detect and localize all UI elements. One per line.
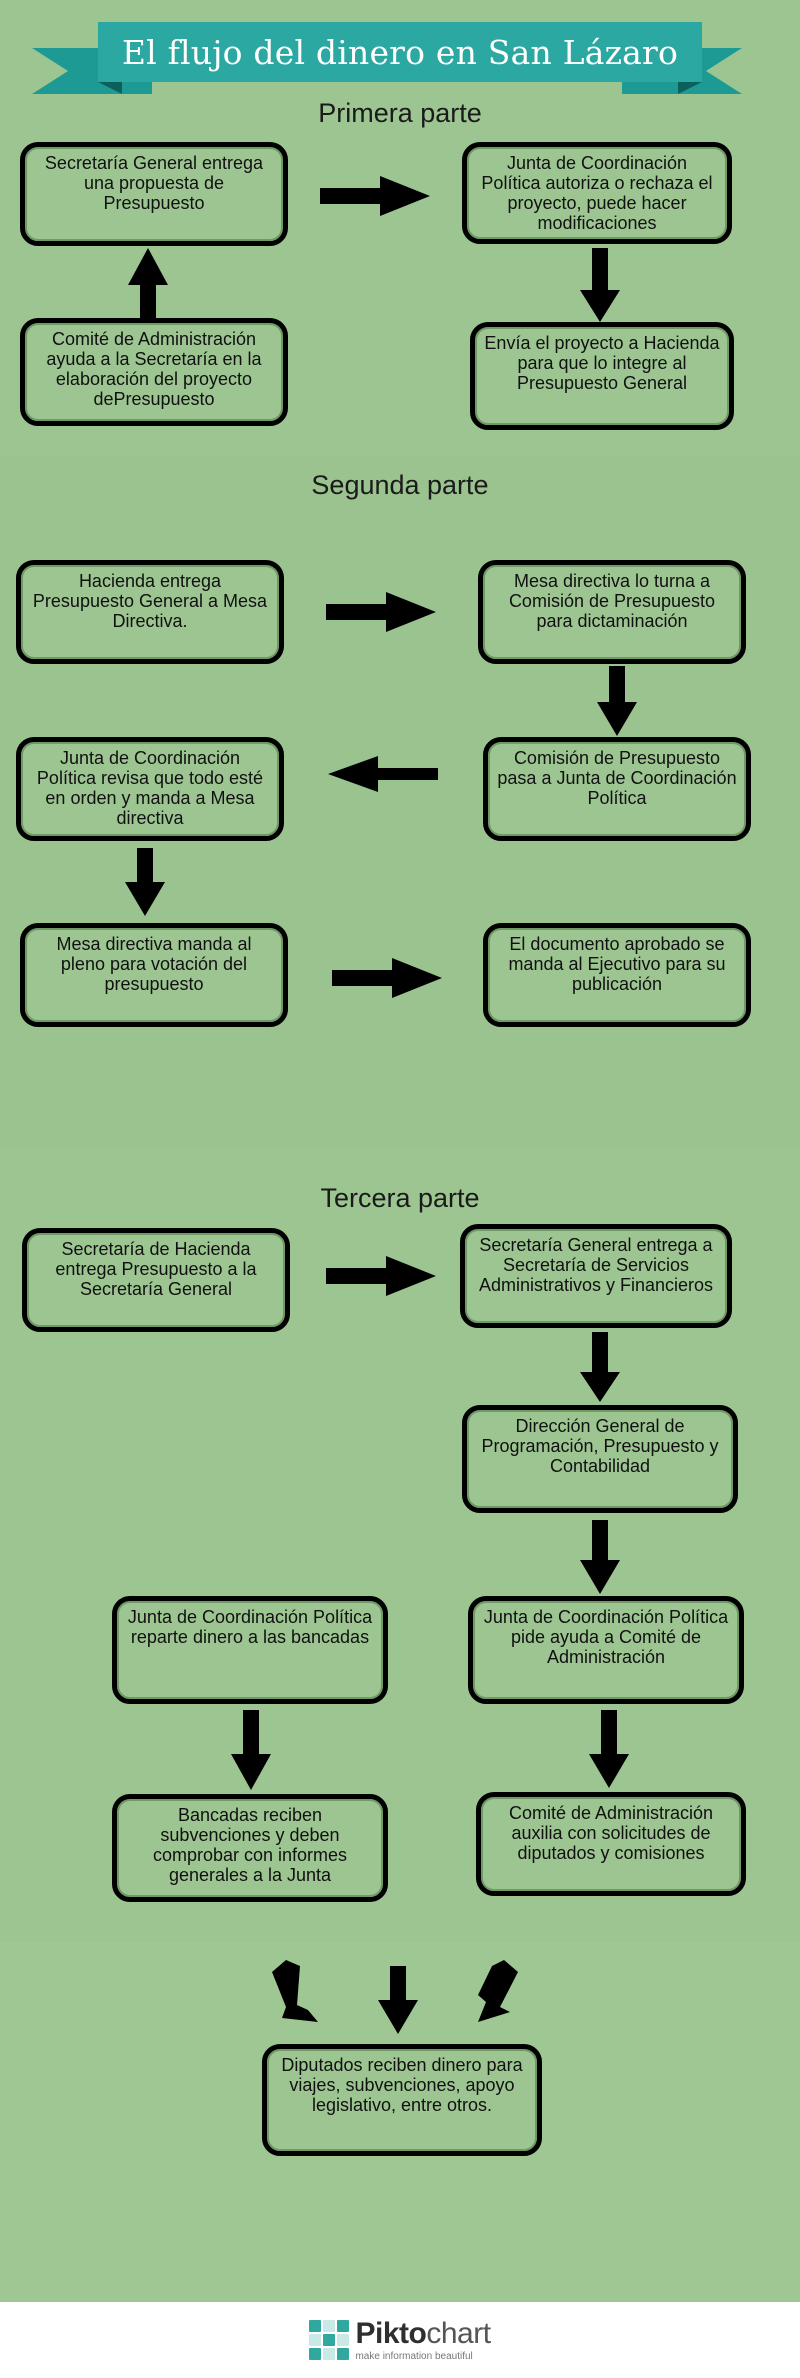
box-comite-ayuda: Comité de Administración ayuda a la Secr…: [20, 318, 288, 426]
box-documento-aprobado: El documento aprobado se manda al Ejecut…: [483, 923, 751, 1027]
box-envia-hacienda: Envía el proyecto a Hacienda para que lo…: [470, 322, 734, 430]
page-title: El flujo del dinero en San Lázaro: [121, 32, 679, 72]
box-junta-revisa: Junta de Coordinación Política revisa qu…: [16, 737, 284, 841]
box-hacienda-entrega-sg: Secretaría de Hacienda entrega Presupues…: [22, 1228, 290, 1332]
box-junta-reparte: Junta de Coordinación Política reparte d…: [112, 1596, 388, 1704]
box-mesa-turna: Mesa directiva lo turna a Comisión de Pr…: [478, 560, 746, 664]
box-sg-entrega-ssaf: Secretaría General entrega a Secretaría …: [460, 1224, 732, 1328]
box-diputados-reciben: Diputados reciben dinero para viajes, su…: [262, 2044, 542, 2156]
footer-logo-word: Piktochart: [355, 2316, 491, 2350]
footer: Piktochart make information beautiful: [0, 2302, 800, 2378]
ribbon-fold-left: [98, 82, 122, 94]
box-direccion-general: Dirección General de Programación, Presu…: [462, 1405, 738, 1513]
box-hacienda-entrega: Hacienda entrega Presupuesto General a M…: [16, 560, 284, 664]
box-bancadas-reciben: Bancadas reciben subvenciones y deben co…: [112, 1794, 388, 1902]
footer-logo[interactable]: Piktochart make information beautiful: [355, 2316, 491, 2362]
piktochart-logo-icon: [309, 2320, 350, 2360]
section-title-segunda: Segunda parte: [311, 470, 489, 500]
section-title-tercera: Tercera parte: [320, 1183, 480, 1213]
box-junta-autoriza: Junta de Coordinación Política autoriza …: [462, 142, 732, 244]
section-title-primera: Primera parte: [318, 98, 482, 128]
box-secretaria-general-propuesta: Secretaría General entrega una propuesta…: [20, 142, 288, 246]
box-comision-pasa: Comisión de Presupuesto pasa a Junta de …: [483, 737, 751, 841]
title-ribbon: El flujo del dinero en San Lázaro: [98, 22, 702, 82]
box-comite-auxilia: Comité de Administración auxilia con sol…: [476, 1792, 746, 1896]
band-footer: [0, 2302, 800, 2378]
ribbon-fold-right: [678, 82, 702, 94]
footer-tagline: make information beautiful: [355, 2350, 473, 2362]
box-mesa-pleno: Mesa directiva manda al pleno para votac…: [20, 923, 288, 1027]
box-junta-pide-ayuda: Junta de Coordinación Política pide ayud…: [468, 1596, 744, 1704]
